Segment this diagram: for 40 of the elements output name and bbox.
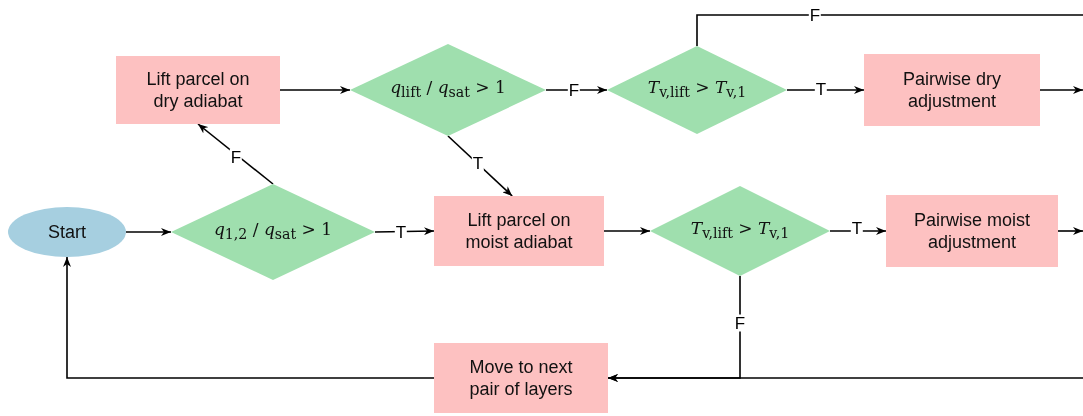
process-box	[886, 195, 1058, 267]
arrow	[197, 123, 274, 185]
arrow	[374, 227, 435, 236]
node-text: Lift parcel on dry adiabat	[145, 67, 251, 113]
edge-label: F	[229, 148, 243, 166]
process-box	[434, 343, 608, 413]
arrow	[447, 135, 513, 197]
edge-label: T	[814, 80, 828, 98]
edge-label: F	[567, 81, 581, 99]
node-text: Pairwise moist adjustment	[913, 208, 1031, 254]
edge-label: F	[733, 314, 747, 332]
decision-diamond	[171, 184, 375, 280]
edge-label: T	[394, 223, 408, 241]
arrow	[603, 227, 651, 235]
node-text: Move to next pair of layers	[468, 355, 574, 401]
connector-line	[696, 14, 1083, 47]
condition-text: q$_{lift}$ / q$_{sat}$ > 1	[390, 77, 506, 103]
node-text: Pairwise dry adjustment	[902, 67, 1002, 113]
arrow	[63, 256, 435, 379]
arrow	[786, 86, 865, 94]
arrow	[1057, 227, 1083, 235]
arrow	[279, 86, 351, 94]
condition-text: T$_{v,lift}$ > T$_{v,1}$	[690, 218, 790, 244]
decision-diamond	[650, 186, 830, 276]
arrow	[125, 228, 172, 236]
edge-label: T	[850, 219, 864, 237]
arrow	[607, 374, 1083, 382]
process-box	[434, 196, 604, 266]
arrow	[1039, 86, 1083, 94]
decision-diamond	[350, 44, 546, 136]
condition-text: q$_{1,2}$ / q$_{sat}$ > 1	[213, 219, 333, 245]
node-text: Start	[48, 220, 86, 244]
process-box	[864, 54, 1040, 126]
node-text: Lift parcel on moist adiabat	[464, 208, 574, 254]
condition-text: T$_{v,lift}$ > T$_{v,1}$	[647, 77, 747, 103]
process-box	[116, 56, 280, 124]
edge-label: F	[808, 6, 822, 24]
decision-diamond	[607, 46, 787, 134]
edge-label: T	[471, 154, 485, 172]
arrow	[829, 227, 887, 235]
